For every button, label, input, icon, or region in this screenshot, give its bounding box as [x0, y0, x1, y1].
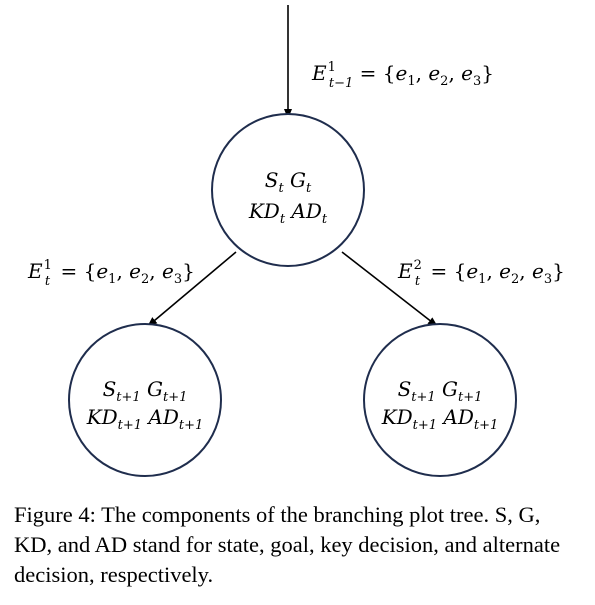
- left-child-node-line-1: St+1 Gt+1: [103, 377, 188, 405]
- right-child-node-line-1: St+1 Gt+1: [398, 377, 483, 405]
- root-node-line-2: KDt ADt: [248, 199, 328, 227]
- right-child-node: [363, 323, 517, 477]
- right-child-node-line-2: KDt+1 ADt+1: [381, 405, 499, 433]
- right-branch-edge-arrow: [341, 251, 438, 327]
- root-node-line-1: St Gt: [265, 168, 312, 196]
- left-child-node: [68, 323, 222, 477]
- figure-caption: Figure 4: The components of the branchin…: [14, 502, 561, 587]
- left-branch-edge-arrow: [147, 251, 237, 327]
- left-child-node-line-2: KDt+1 ADt+1: [86, 405, 204, 433]
- root-node: [211, 113, 365, 267]
